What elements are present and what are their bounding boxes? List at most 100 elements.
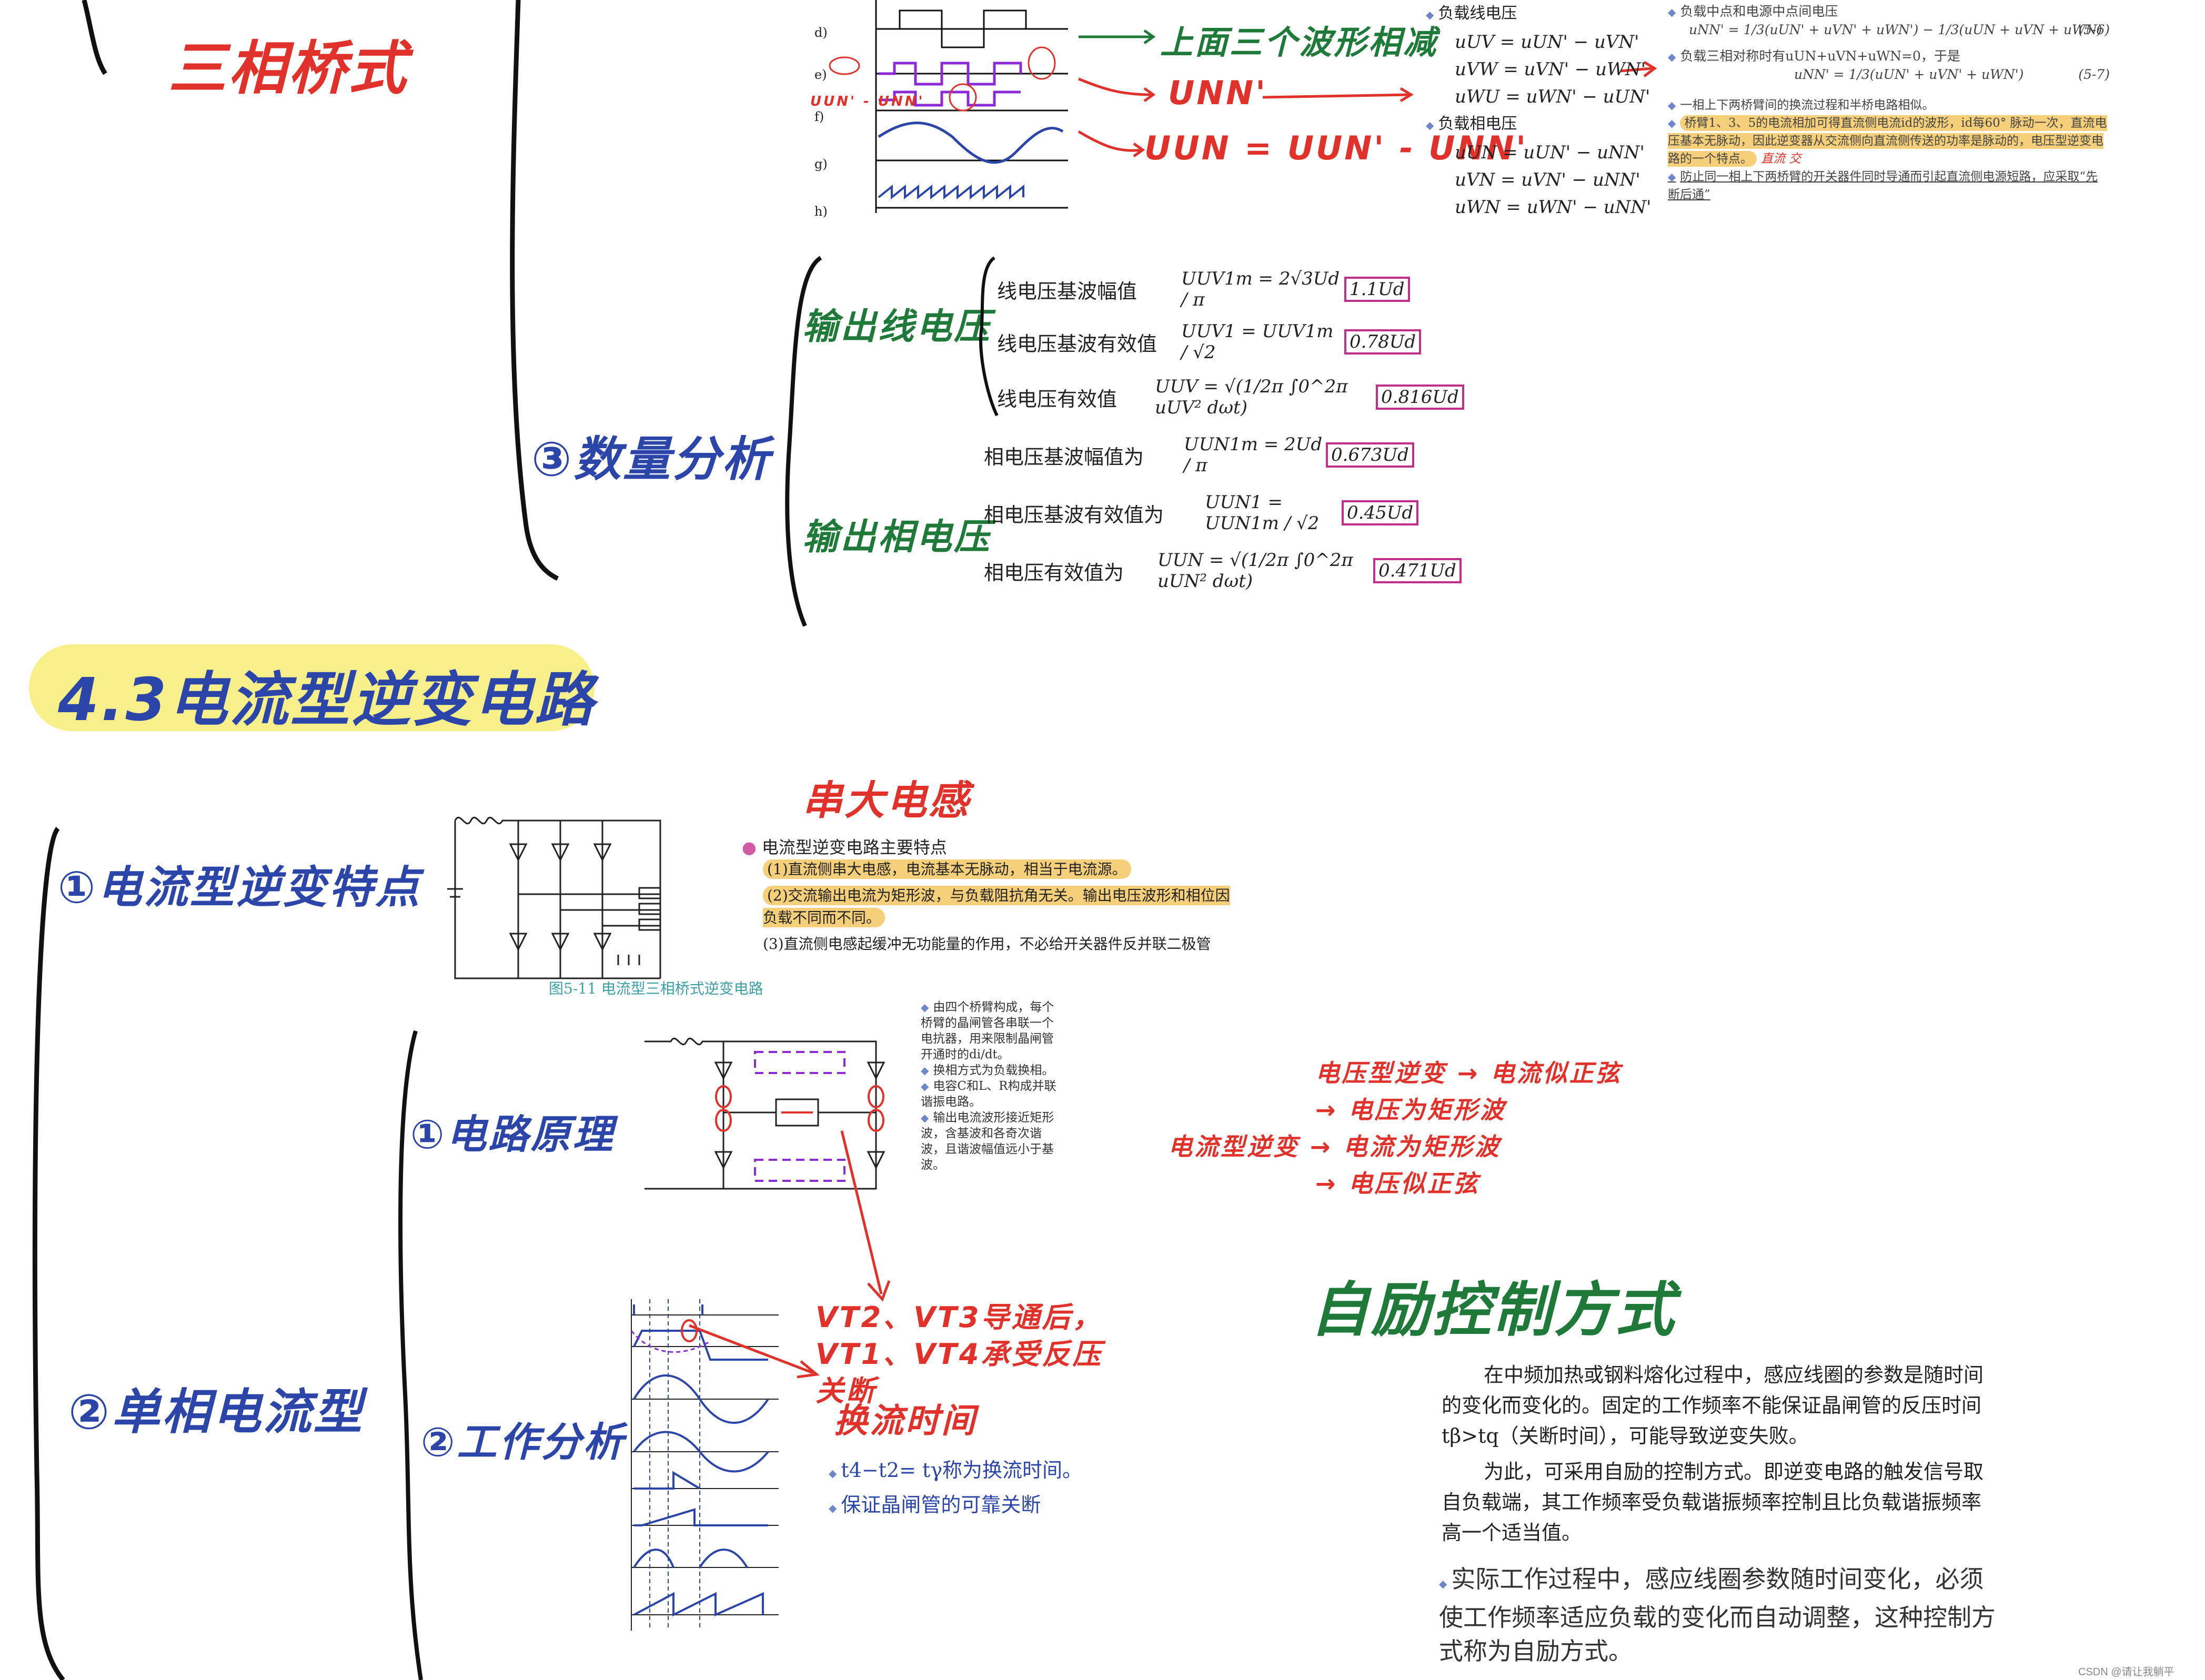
circuit-to-wave-arrow xyxy=(840,1130,891,1302)
commutation-note: 换流时间 xyxy=(834,1402,977,1441)
wave-label-e: e) xyxy=(814,67,827,82)
current-source-inverter-circuit xyxy=(447,816,661,979)
work-analysis-heading: ②工作分析 xyxy=(421,1419,626,1465)
three-phase-waveforms xyxy=(829,0,1068,213)
circuit-principle-heading: ①电路原理 xyxy=(410,1111,615,1158)
quant-label-3: 线电压有效值 xyxy=(997,387,1117,411)
single-phase-heading: ②单相电流型 xyxy=(68,1384,364,1440)
note-unn: UNN' xyxy=(1168,74,1268,112)
quant-rows: 线电压基波幅值 UUV1m = 2√3Ud / π 1.1Ud 线电压基波有效值… xyxy=(984,263,1471,600)
quant-label-4: 相电压基波幅值为 xyxy=(984,445,1144,469)
commutation-b2: 保证晶闸管的可靠关断 xyxy=(829,1489,1082,1524)
three-phase-title: 三相桥式 xyxy=(168,35,408,102)
neutral-b2: 负载三相对称时有uUN+uVN+uWN=0，于是 xyxy=(1668,47,2110,66)
eq-5-7-num: (5-7) xyxy=(2078,67,2110,82)
features-heading: ①电流型逆变特点 xyxy=(58,862,422,913)
quant-result-1: 1.1Ud xyxy=(1344,277,1410,302)
note-combine: 上面三个波形相减 xyxy=(1160,23,1438,62)
self-excited-title: 自励控制方式 xyxy=(1310,1276,1676,1344)
quant-result-5: 0.45Ud xyxy=(1342,500,1419,525)
line-eq-3: uWU = uWN' − uUN' xyxy=(1455,86,1650,107)
top-arrows xyxy=(1078,29,1414,158)
circuit-note-1: 由四个桥臂构成，每个桥臂的晶闸管各串联一个电抗器，用来限制晶闸管开通时的di/d… xyxy=(921,999,1058,1062)
commutation-bullets: t4−t2= tγ称为换流时间。 保证晶闸管的可靠关断 xyxy=(829,1454,1082,1524)
quant-formula-3: UUV = √(1/2π ∫0^2π uUV² dωt) xyxy=(1155,376,1348,418)
circuit-note-4: 输出电流波形接近矩形波，含基波和各奇次谐波，且谐波幅值远小于基波。 xyxy=(921,1110,1058,1173)
neutral-b4: 桥臂1、3、5的电流相加可得直流侧电流id的波形，id每60° 脉动一次，直流电… xyxy=(1668,114,2110,168)
switch-note: VT2、VT3导通后，VT1、VT4承受反压关断 xyxy=(815,1301,1103,1408)
quant-row-5: 相电压基波有效值为 UUN1 = UUN1m / √2 0.45Ud xyxy=(984,484,1471,542)
features-p2-text: (2)交流输出电流为矩形波，与负载阻抗角无关。输出电压波形和相位因负载不同而不同… xyxy=(763,886,1230,927)
wave-hand-note: UUN' - UNN' xyxy=(810,94,925,109)
quant-formula-2: UUV1 = UUV1m / √2 xyxy=(1181,321,1334,363)
quant-result-3: 0.816Ud xyxy=(1376,384,1464,410)
quant-row-2: 线电压基波有效值 UUV1 = UUV1m / √2 0.78Ud xyxy=(997,316,1471,368)
wave-label-d: d) xyxy=(814,25,828,40)
line-voltage-group: 输出线电压 xyxy=(802,306,992,348)
single-phase-circuit xyxy=(645,1037,885,1190)
quant-label-5: 相电压基波有效值为 xyxy=(984,503,1164,527)
compare-note-1: 电压型逆变 → 电流似正弦 xyxy=(1168,1055,1622,1091)
line-eq-1: uUV = uUN' − uVN' xyxy=(1455,32,1639,53)
compare-note-3: 电流型逆变 → 电流为矩形波 xyxy=(1168,1132,1501,1161)
self-excited-para3-text: 实际工作过程中，感应线圈参数随时间变化，必须使工作频率适应负载的变化而自动调整，… xyxy=(1439,1565,1996,1665)
self-excited-para1: 在中频加热或钢料熔化过程中，感应线圈的参数是随时间的变化而变化的。固定的工作频率… xyxy=(1442,1363,1984,1448)
quant-label-6: 相电压有效值为 xyxy=(984,561,1124,584)
compare-note-2: → 电压为矩形波 xyxy=(1315,1096,1506,1124)
compare-note-1-text: 电压型逆变 → 电流似正弦 xyxy=(1315,1059,1622,1087)
section-43-highlight xyxy=(29,644,595,731)
features-p1-text: (1)直流侧串大电感，电流基本无脉动，相当于电流源。 xyxy=(763,859,1131,879)
compare-note-4: → 电压似正弦 xyxy=(1315,1169,1480,1198)
quant-label-1: 线电压基波幅值 xyxy=(997,279,1137,303)
neutral-b1: 负载中点和电源中点间电压 xyxy=(1668,3,2110,21)
quant-row-1: 线电压基波幅值 UUV1m = 2√3Ud / π 1.1Ud xyxy=(997,263,1471,316)
phase-eq-1: uUN = uUN' − uNN' xyxy=(1455,142,1645,163)
neutral-b4-note: 直流 交 xyxy=(1761,152,1801,166)
quant-formula-4: UUN1m = 2Ud / π xyxy=(1184,434,1323,476)
eq-5-6: uNN' = 1/3(uUN' + uVN' + uWN') − 1/3(uUN… xyxy=(1668,21,2110,39)
features-fig-caption: 图5-11 电流型三相桥式逆变电路 xyxy=(549,980,763,997)
quant-formula-6: UUN = √(1/2π ∫0^2π uUN² dωt) xyxy=(1157,550,1353,592)
phase-eq-2: uVN = uVN' − uNN' xyxy=(1455,169,1640,190)
section-43-title: 4.3电流型逆变电路 xyxy=(58,666,596,734)
commutation-b1: t4−t2= tγ称为换流时间。 xyxy=(829,1454,1082,1489)
quant-result-6: 0.471Ud xyxy=(1373,558,1462,583)
quant-section-title: ③数量分析 xyxy=(531,432,772,487)
quant-brace xyxy=(979,256,999,417)
neutral-b4-text: 桥臂1、3、5的电流相加可得直流侧电流id的波形，id每60° 脉动一次，直流电… xyxy=(1668,115,2107,167)
eq-5-7-text: uNN' = 1/3(uUN' + uVN' + uWN') xyxy=(1794,67,2024,82)
eq-5-7: uNN' = 1/3(uUN' + uVN' + uWN') (5-7) xyxy=(1668,66,2110,84)
compare-notes: 电压型逆变 → 电流似正弦 → 电压为矩形波 电流型逆变 → 电流为矩形波 → … xyxy=(1168,1055,1622,1202)
features-p1: (1)直流侧串大电感，电流基本无脉动，相当于电流源。 xyxy=(742,858,1236,881)
circuit-note-2: 换相方式为负载换相。 xyxy=(921,1062,1058,1078)
features-list-title: 电流型逆变电路主要特点 xyxy=(742,836,1236,858)
circuit-notes: 由四个桥臂构成，每个桥臂的晶闸管各串联一个电抗器，用来限制晶闸管开通时的di/d… xyxy=(921,999,1058,1173)
load-voltage-block: 负载线电压 uUV = uUN' − uVN' uVW = uVN' − uWN… xyxy=(1426,0,1652,221)
phase-voltage-group: 输出相电压 xyxy=(802,517,992,558)
features-red-note: 串大电感 xyxy=(802,777,971,824)
features-list: 电流型逆变电路主要特点 (1)直流侧串大电感，电流基本无脉动，相当于电流源。 (… xyxy=(742,836,1236,955)
wave-label-h: h) xyxy=(814,204,828,219)
quant-formula-5: UUN1 = UUN1m / √2 xyxy=(1205,492,1320,534)
self-excited-para2: 为此，可采用自励的控制方式。即逆变电路的触发信号取自负载端，其工作频率受负载谐振… xyxy=(1442,1460,1984,1544)
line-eq-2: uVW = uVN' − uWN' xyxy=(1455,59,1646,80)
eq-5-6-text: uNN' = 1/3(uUN' + uVN' + uWN') − 1/3(uUN… xyxy=(1689,22,2102,37)
circuit-note-3: 电容C和L、R构成并联谐振电路。 xyxy=(921,1078,1058,1110)
neutral-b3: 一相上下两桥臂间的换流过程和半桥电路相似。 xyxy=(1668,96,2110,114)
features-p3: (3)直流侧电感起缓冲无功能量的作用，不必给开关器件反并联二极管 xyxy=(763,935,1211,953)
phase-voltage-title: 负载相电压 xyxy=(1426,110,1652,139)
quant-row-3: 线电压有效值 UUV = √(1/2π ∫0^2π uUV² dωt) 0.81… xyxy=(997,368,1471,426)
quant-result-2: 0.78Ud xyxy=(1344,329,1422,355)
quant-row-4: 相电压基波幅值为 UUN1m = 2Ud / π 0.673Ud xyxy=(984,426,1471,484)
quant-formula-1: UUV1m = 2√3Ud / π xyxy=(1181,268,1340,310)
self-excited-paragraphs: 在中频加热或钢料熔化过程中，感应线圈的参数是随时间的变化而变化的。固定的工作频率… xyxy=(1442,1360,1989,1548)
neutral-b5: 防止同一相上下两桥臂的开关器件同时导通而引起直流侧电源短路，应采取“先断后通” xyxy=(1668,168,2110,204)
wave-to-note-arrow xyxy=(689,1324,820,1379)
quant-row-6: 相电压有效值为 UUN = √(1/2π ∫0^2π uUN² dωt) 0.4… xyxy=(984,542,1471,600)
quant-result-4: 0.673Ud xyxy=(1326,442,1414,468)
self-excited-para3: 实际工作过程中，感应线圈参数随时间变化，必须使工作频率适应负载的变化而自动调整，… xyxy=(1439,1562,1997,1668)
eq-5-6-num: (5-6) xyxy=(2078,22,2110,37)
features-p2: (2)交流输出电流为矩形波，与负载阻抗角无关。输出电压波形和相位因负载不同而不同… xyxy=(742,885,1236,929)
wave-label-g: g) xyxy=(814,157,828,171)
footer-watermark: CSDN @请让我躺平 xyxy=(2078,1666,2174,1678)
